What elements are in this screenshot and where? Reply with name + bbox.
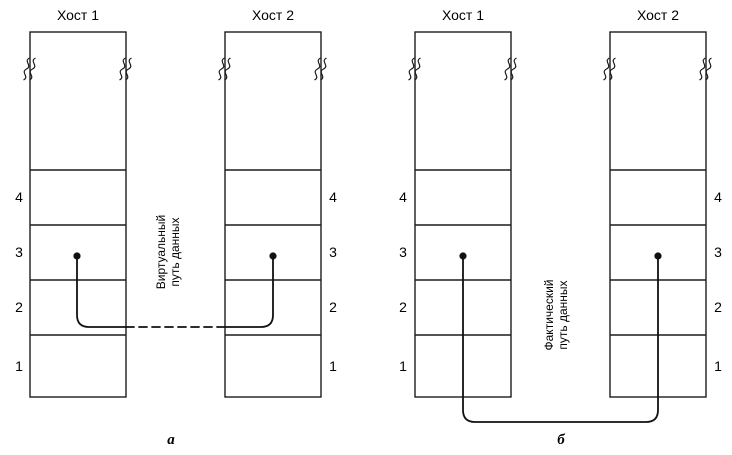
virtual-path-label-line2: путь данных bbox=[168, 217, 182, 286]
layer-number-4: 4 bbox=[329, 189, 337, 205]
path-segment-host2 bbox=[224, 255, 274, 328]
panel-b-host1-title: Хост 1 bbox=[442, 7, 484, 23]
stack-outline bbox=[224, 31, 322, 398]
panel-a-host1-stack: Хост 1 4 3 2 1 bbox=[15, 7, 131, 398]
layer-number-3: 3 bbox=[329, 244, 337, 260]
actual-path-label-line1: Фактический bbox=[542, 280, 556, 351]
layer-number-3: 3 bbox=[714, 244, 722, 260]
panel-b-label: б bbox=[557, 432, 565, 448]
panel-a: Хост 1 4 3 2 1 Хост 2 4 3 2 1 bbox=[15, 7, 337, 448]
panel-b-host1-stack: Хост 1 4 3 2 1 bbox=[399, 7, 516, 398]
layer-number-2: 2 bbox=[15, 299, 23, 315]
panel-a-host1-title: Хост 1 bbox=[57, 7, 99, 23]
layer-number-3: 3 bbox=[399, 244, 407, 260]
layer-number-2: 2 bbox=[714, 299, 722, 315]
layer-number-2: 2 bbox=[329, 299, 337, 315]
layer-number-3: 3 bbox=[15, 244, 23, 260]
layer-divider-lines bbox=[415, 169, 511, 336]
layer-number-1: 1 bbox=[15, 358, 23, 374]
layer-number-4: 4 bbox=[399, 189, 407, 205]
panel-b-host2-title: Хост 2 bbox=[637, 7, 679, 23]
panel-a-host2-stack: Хост 2 4 3 2 1 bbox=[219, 7, 337, 398]
panel-b: Хост 1 4 3 2 1 Хост 2 4 3 2 1 Фактиче bbox=[399, 7, 722, 448]
path-segment-host1 bbox=[76, 255, 127, 328]
actual-data-path bbox=[459, 252, 662, 423]
layer-divider-lines bbox=[225, 169, 321, 336]
path-segment-solid bbox=[462, 255, 659, 423]
layer-number-2: 2 bbox=[399, 299, 407, 315]
layer-number-1: 1 bbox=[329, 358, 337, 374]
layer-number-1: 1 bbox=[714, 358, 722, 374]
layer-divider-lines bbox=[610, 169, 706, 336]
actual-path-label-line2: путь данных bbox=[556, 280, 570, 349]
panel-a-label: а bbox=[167, 432, 175, 448]
panel-b-host2-stack: Хост 2 4 3 2 1 bbox=[604, 7, 722, 398]
stack-outline bbox=[29, 31, 127, 398]
virtual-data-path bbox=[73, 252, 277, 328]
layer-number-4: 4 bbox=[714, 189, 722, 205]
virtual-path-label-line1: Виртуальный bbox=[154, 215, 168, 290]
layer-number-1: 1 bbox=[399, 358, 407, 374]
layer-number-4: 4 bbox=[15, 189, 23, 205]
panel-a-host2-title: Хост 2 bbox=[252, 7, 294, 23]
layer-divider-lines bbox=[30, 169, 126, 336]
